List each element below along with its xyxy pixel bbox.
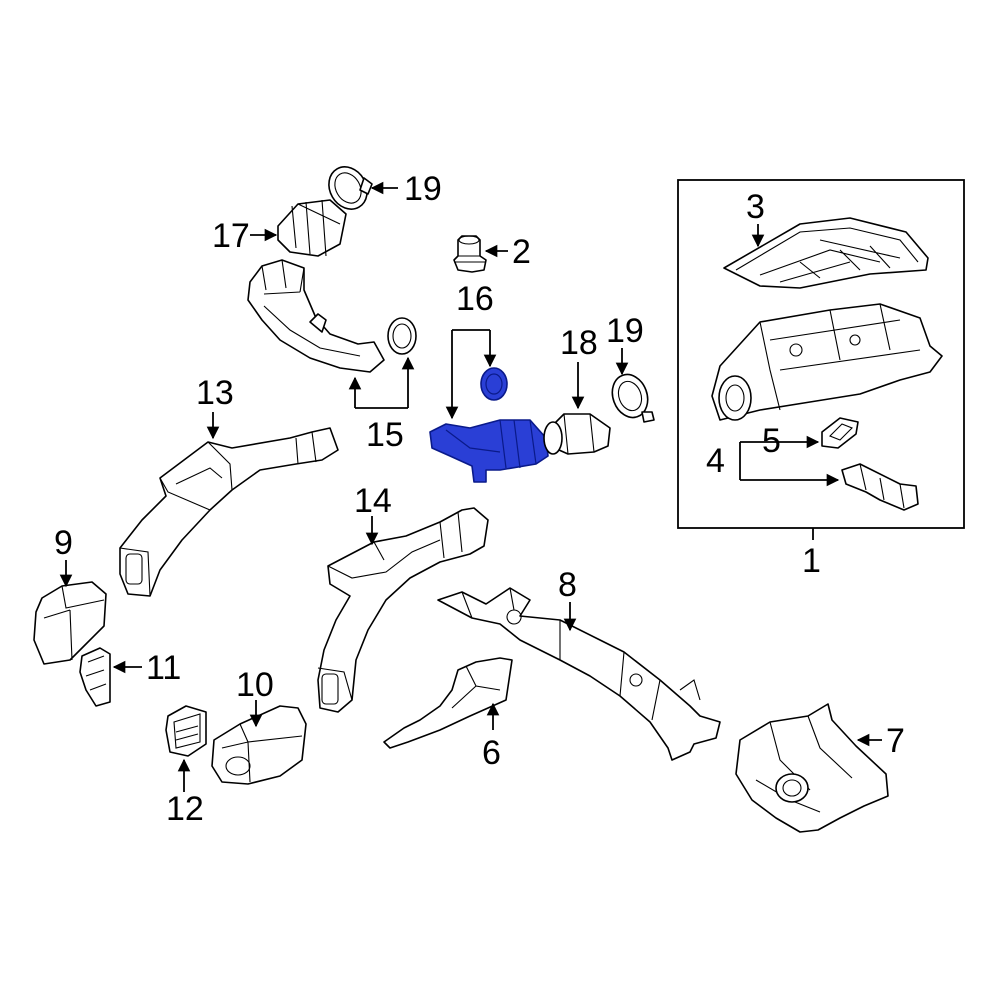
callout-12: 12 [166,790,204,828]
callout-10: 10 [236,666,274,704]
callout-7: 7 [886,722,905,760]
callout-3: 3 [746,188,765,226]
air-cleaner-cover [723,217,929,289]
callout-5: 5 [762,422,781,460]
callout-14: 14 [354,482,392,520]
retaining-clip [79,647,111,707]
callout-2: 2 [512,233,531,271]
air-hose-sleeve [543,413,611,455]
vent-grille [165,705,207,757]
callout-13: 13 [196,374,234,412]
engine-cover-side [735,703,889,833]
heat-shield [383,657,513,749]
callout-4: 4 [706,442,725,480]
callout-18: 18 [560,324,598,362]
callout-1: 1 [802,542,821,580]
duct-clamp [387,317,417,355]
mounting-bracket-rail [437,587,721,761]
grommet [821,417,859,449]
airflow-sensor [841,463,919,511]
callout-16: 16 [456,280,494,318]
hose-clamp-top [328,166,373,210]
intake-duct [247,259,385,373]
callout-9: 9 [54,524,73,562]
hose-clamp-right [611,373,655,423]
callout-15: 15 [366,416,404,454]
callout-11: 11 [146,649,181,687]
intake-duct-sleeve [277,199,347,257]
vent-box-left [33,581,107,665]
callout-8: 8 [558,566,577,604]
air-cleaner-housing [711,303,943,421]
callout-6: 6 [482,734,501,772]
center-air-duct [317,507,489,713]
callout-19-right: 19 [606,312,644,350]
assembly-box [677,179,965,529]
left-air-duct [119,427,339,597]
vent-duct-lower [211,705,307,785]
callout-17: 17 [212,217,250,255]
callout-19-top: 19 [404,170,442,208]
nut-fitting [453,235,487,273]
highlighted-intake-hose [429,367,549,483]
